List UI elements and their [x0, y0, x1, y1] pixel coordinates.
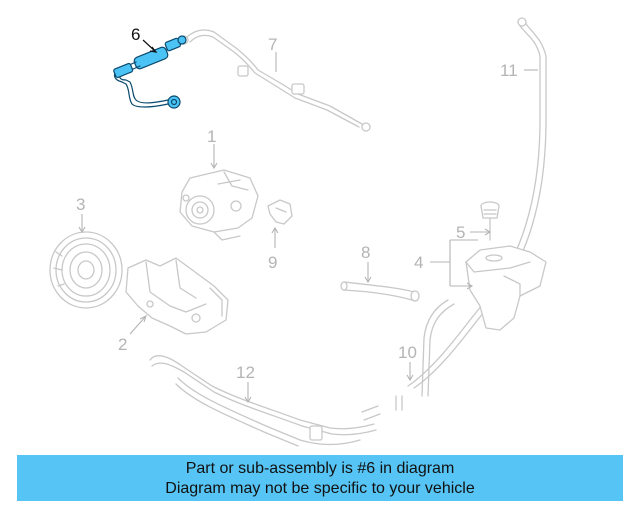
callout-9: 9: [268, 253, 277, 272]
info-banner: Part or sub-assembly is #6 in diagram Di…: [17, 455, 623, 501]
callout-1: 1: [207, 127, 216, 146]
part-4-reservoir[interactable]: [465, 245, 547, 331]
part-6-hose[interactable]: [113, 35, 187, 109]
callout-3: 3: [76, 195, 85, 214]
part-9-fitting[interactable]: [267, 199, 293, 225]
part-12-cooler-lines[interactable]: [149, 355, 381, 447]
part-5-cap[interactable]: [480, 201, 500, 241]
callout-5: 5: [456, 223, 465, 242]
part-2-bracket[interactable]: [125, 257, 229, 335]
part-10-hose[interactable]: [395, 299, 455, 411]
callout-10: 10: [398, 343, 417, 362]
callout-7: 7: [268, 35, 277, 54]
callout-4: 4: [414, 253, 423, 272]
callout-8: 8: [361, 243, 370, 262]
callout-12: 12: [236, 363, 255, 382]
part-11-return-line[interactable]: [407, 17, 547, 389]
callout-6: 6: [131, 25, 140, 44]
banner-line-2: Diagram may not be specific to your vehi…: [165, 480, 475, 497]
part-8-hose[interactable]: [340, 281, 420, 302]
part-1-pump[interactable]: [179, 169, 259, 241]
callout-2: 2: [118, 335, 127, 354]
part-3-pulley[interactable]: [49, 231, 123, 309]
callout-11: 11: [500, 61, 518, 80]
parts-diagram: 7 6 1 9: [49, 17, 547, 447]
banner-line-1: Part or sub-assembly is #6 in diagram: [185, 460, 455, 477]
